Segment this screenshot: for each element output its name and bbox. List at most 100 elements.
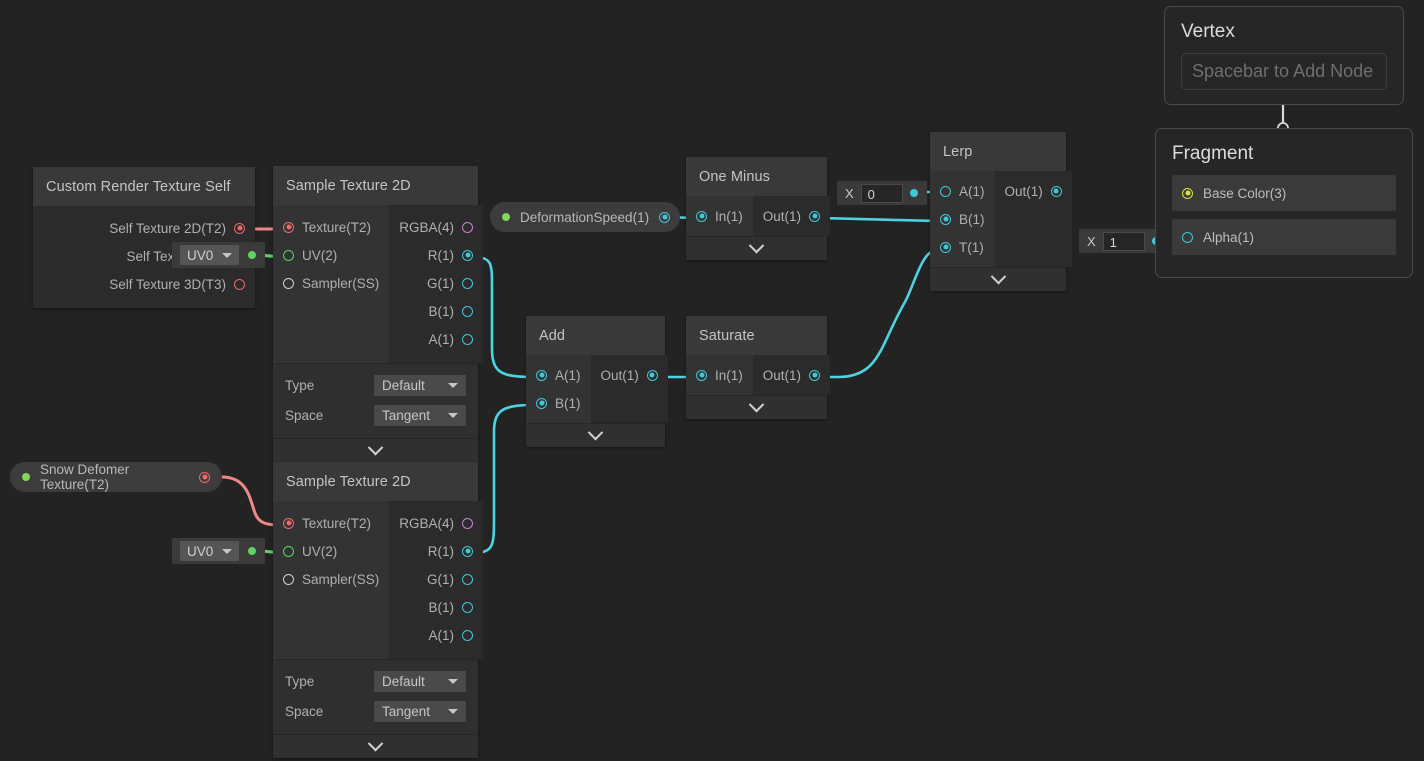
port-row-uv[interactable]: UV(2) bbox=[273, 537, 389, 565]
collapse-toggle[interactable] bbox=[930, 267, 1066, 291]
port-row-out[interactable]: Out(1) bbox=[753, 361, 830, 389]
port-row-out[interactable]: Out(1) bbox=[753, 202, 830, 230]
port-dot-uv[interactable] bbox=[283, 545, 294, 557]
port-row-b[interactable]: B(1) bbox=[389, 593, 483, 621]
port-row-b[interactable]: B(1) bbox=[930, 205, 995, 233]
port-dot-a[interactable] bbox=[536, 369, 547, 381]
port-dot-b[interactable] bbox=[940, 213, 951, 225]
property-node-deformation-speed[interactable]: DeformationSpeed(1) bbox=[490, 202, 680, 232]
port-dot-alpha[interactable] bbox=[1182, 231, 1193, 243]
collapse-toggle[interactable] bbox=[273, 734, 478, 758]
node-add[interactable]: Add A(1) B(1) Out(1) bbox=[526, 316, 668, 447]
port-dot-a[interactable] bbox=[940, 185, 951, 197]
port-row-a[interactable]: A(1) bbox=[526, 361, 591, 389]
port-row-g[interactable]: G(1) bbox=[389, 269, 483, 297]
uv-output-dot-top[interactable] bbox=[248, 251, 257, 259]
port-dot-texture[interactable] bbox=[283, 517, 294, 529]
port-dot-out[interactable] bbox=[809, 369, 821, 381]
port-dot-in[interactable] bbox=[696, 369, 707, 381]
setting-row-space[interactable]: Space Tangent bbox=[273, 400, 478, 430]
value-output-dot[interactable] bbox=[909, 189, 918, 197]
collapse-toggle[interactable] bbox=[273, 438, 478, 462]
setting-select-space[interactable]: Tangent bbox=[374, 700, 466, 722]
node-vertex-stack[interactable]: Vertex Spacebar to Add Node bbox=[1164, 6, 1404, 105]
port-row-b[interactable]: B(1) bbox=[389, 297, 483, 325]
port-row-in[interactable]: In(1) bbox=[686, 361, 753, 389]
port-dot-b[interactable] bbox=[462, 305, 474, 317]
setting-row-type[interactable]: Type Default bbox=[273, 666, 478, 696]
value-input-lerp-a[interactable]: 0 bbox=[860, 183, 903, 203]
port-row-uv[interactable]: UV(2) bbox=[273, 241, 389, 269]
node-saturate[interactable]: Saturate In(1) Out(1) bbox=[686, 316, 831, 419]
port-row-r[interactable]: R(1) bbox=[389, 241, 483, 269]
port-row-rgba[interactable]: RGBA(4) bbox=[389, 509, 483, 537]
port-row-texture[interactable]: Texture(T2) bbox=[273, 509, 389, 537]
port-row-rgba[interactable]: RGBA(4) bbox=[389, 213, 483, 241]
vertex-add-node-placeholder[interactable]: Spacebar to Add Node bbox=[1181, 53, 1387, 90]
uv-dropdown-chip-bottom[interactable]: UV0 bbox=[172, 538, 266, 564]
port-dot-in[interactable] bbox=[696, 210, 707, 222]
port-row-texture[interactable]: Texture(T2) bbox=[273, 213, 389, 241]
port-dot-a[interactable] bbox=[462, 333, 474, 345]
port-dot-sampler[interactable] bbox=[283, 277, 294, 289]
port-row-a[interactable]: A(1) bbox=[389, 325, 483, 353]
port-dot-g[interactable] bbox=[462, 573, 474, 585]
port-row-t[interactable]: T(1) bbox=[930, 233, 995, 261]
node-sample-texture-2d-bottom[interactable]: Sample Texture 2D Texture(T2) UV(2) Samp… bbox=[273, 462, 484, 758]
block-alpha[interactable]: Alpha(1) bbox=[1172, 219, 1396, 255]
property-output-dot[interactable] bbox=[659, 211, 671, 223]
port-dot-rgba[interactable] bbox=[462, 517, 474, 529]
port-dot-t[interactable] bbox=[940, 241, 951, 253]
port-row-a[interactable]: A(1) bbox=[389, 621, 483, 649]
port-row-self-texture-2d[interactable]: Self Texture 2D(T2) bbox=[33, 214, 255, 242]
port-row-g[interactable]: G(1) bbox=[389, 565, 483, 593]
port-row-sampler[interactable]: Sampler(SS) bbox=[273, 269, 389, 297]
port-dot-self-texture-2d[interactable] bbox=[234, 222, 245, 234]
uv-dropdown-chip-top[interactable]: UV0 bbox=[172, 242, 266, 268]
port-dot-base-color[interactable] bbox=[1182, 187, 1193, 199]
uv-output-dot-bottom[interactable] bbox=[248, 547, 257, 555]
setting-select-type[interactable]: Default bbox=[374, 374, 466, 396]
port-dot-g[interactable] bbox=[462, 277, 474, 289]
port-dot-b[interactable] bbox=[462, 601, 474, 613]
port-dot-r[interactable] bbox=[462, 545, 474, 557]
node-fragment-stack[interactable]: Fragment Base Color(3) Alpha(1) bbox=[1155, 128, 1413, 278]
value-chip-lerp-a[interactable]: X 0 bbox=[837, 181, 927, 205]
node-one-minus[interactable]: One Minus In(1) Out(1) bbox=[686, 157, 831, 260]
property-output-dot[interactable] bbox=[199, 471, 210, 483]
port-row-out[interactable]: Out(1) bbox=[995, 177, 1072, 205]
port-row-self-texture-3d[interactable]: Self Texture 3D(T3) bbox=[33, 270, 255, 298]
collapse-toggle[interactable] bbox=[526, 423, 665, 447]
setting-row-space[interactable]: Space Tangent bbox=[273, 696, 478, 726]
port-row-b[interactable]: B(1) bbox=[526, 389, 591, 417]
port-dot-texture[interactable] bbox=[283, 221, 294, 233]
port-row-r[interactable]: R(1) bbox=[389, 537, 483, 565]
port-dot-rgba[interactable] bbox=[462, 221, 474, 233]
uv-select-bottom[interactable]: UV0 bbox=[180, 541, 240, 561]
port-row-a[interactable]: A(1) bbox=[930, 177, 995, 205]
uv-select-top[interactable]: UV0 bbox=[180, 245, 240, 265]
node-custom-render-texture-self[interactable]: Custom Render Texture Self Self Texture … bbox=[33, 167, 255, 308]
port-dot-r[interactable] bbox=[462, 249, 474, 261]
property-node-snow-deformer-texture[interactable]: Snow Defomer Texture(T2) bbox=[10, 462, 222, 492]
setting-select-type[interactable]: Default bbox=[374, 670, 466, 692]
port-row-out[interactable]: Out(1) bbox=[591, 361, 668, 389]
port-dot-out[interactable] bbox=[646, 369, 658, 381]
setting-select-space[interactable]: Tangent bbox=[374, 404, 466, 426]
port-dot-sampler[interactable] bbox=[283, 573, 294, 585]
collapse-toggle[interactable] bbox=[686, 236, 827, 260]
port-dot-self-texture-3d[interactable] bbox=[234, 278, 245, 290]
port-row-in[interactable]: In(1) bbox=[686, 202, 753, 230]
port-row-sampler[interactable]: Sampler(SS) bbox=[273, 565, 389, 593]
port-dot-b[interactable] bbox=[536, 397, 547, 409]
node-lerp[interactable]: Lerp A(1) B(1) T(1) Out(1) bbox=[930, 132, 1072, 291]
port-dot-out[interactable] bbox=[809, 210, 821, 222]
setting-row-type[interactable]: Type Default bbox=[273, 370, 478, 400]
value-input-fragment-alpha[interactable]: 1 bbox=[1102, 231, 1145, 251]
port-dot-out[interactable] bbox=[1050, 185, 1062, 197]
block-base-color[interactable]: Base Color(3) bbox=[1172, 175, 1396, 211]
collapse-toggle[interactable] bbox=[686, 395, 827, 419]
port-dot-uv[interactable] bbox=[283, 249, 294, 261]
port-dot-a[interactable] bbox=[462, 629, 474, 641]
